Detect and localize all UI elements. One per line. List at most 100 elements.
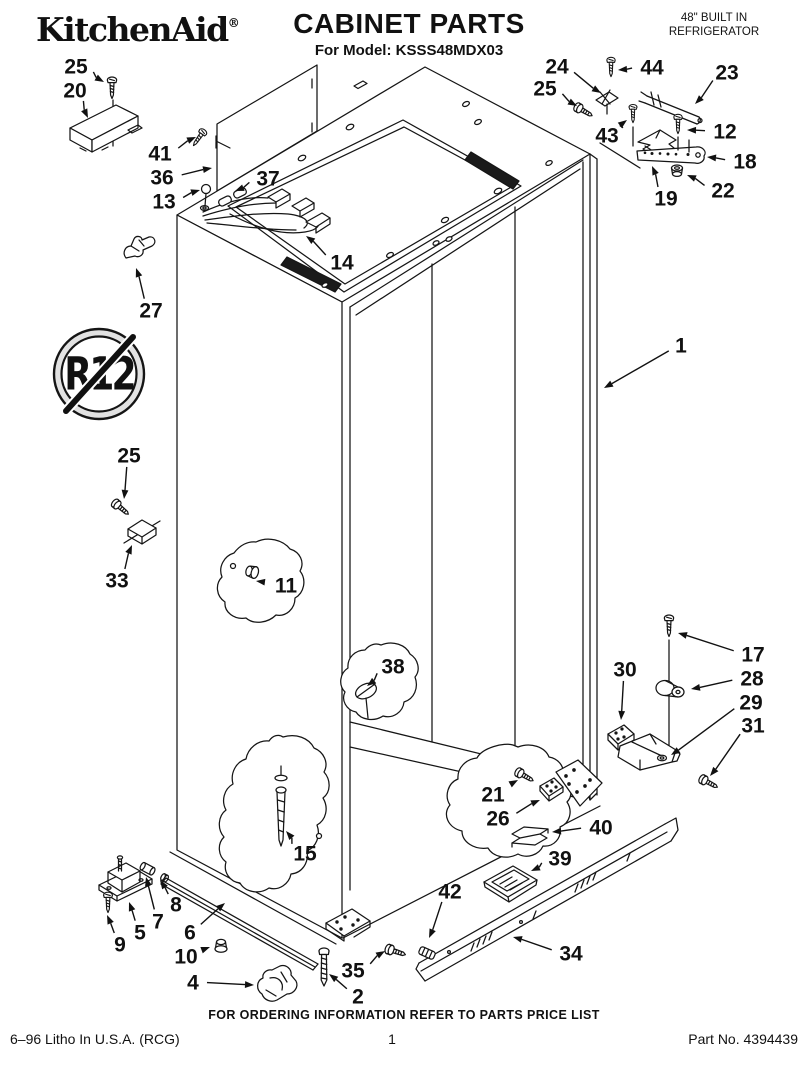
callout-leader xyxy=(654,174,659,188)
callout-leader xyxy=(124,553,130,570)
part-30-bracket xyxy=(607,724,635,751)
cabinet-bottom-right-bracket xyxy=(555,759,603,807)
callout-number: 7 xyxy=(152,911,164,934)
callout-27: 27 xyxy=(135,268,163,323)
callout-number: 5 xyxy=(134,922,146,945)
callout-number: 31 xyxy=(741,715,765,738)
callout-number: 33 xyxy=(105,570,128,593)
callout-number: 23 xyxy=(715,62,738,85)
callout-arrowhead xyxy=(678,632,688,639)
refrigerant-badge: R12 xyxy=(52,327,146,421)
part-10-plug xyxy=(214,938,228,953)
callout-arrowhead xyxy=(329,974,339,983)
page-number: 1 xyxy=(388,1031,396,1047)
callout-number: 29 xyxy=(739,692,762,715)
callout-number: 41 xyxy=(148,143,172,166)
callout-arrowhead xyxy=(160,880,168,890)
callout-number: 24 xyxy=(545,56,569,79)
callout-8: 8 xyxy=(160,880,182,917)
product-line2: REFRIGERATOR xyxy=(668,25,760,38)
document-part-number: Part No. 4394439 xyxy=(688,1031,798,1047)
title-block: CABINET PARTS For Model: KSSS48MDX03 xyxy=(244,8,574,59)
part-40-clip xyxy=(511,826,549,848)
callout-30: 30 xyxy=(613,659,637,720)
callout-number: 34 xyxy=(559,943,583,966)
callout-leader xyxy=(200,908,219,925)
callout-leader xyxy=(621,680,625,712)
callout-number: 30 xyxy=(613,659,636,682)
callout-number: 42 xyxy=(438,881,461,904)
callout-arrowhead xyxy=(235,184,245,191)
callout-39: 39 xyxy=(531,848,572,871)
callout-arrowhead xyxy=(125,545,132,555)
callout-arrowhead xyxy=(286,831,295,841)
page-title: CABINET PARTS xyxy=(293,8,525,39)
callout-number: 14 xyxy=(330,252,354,275)
callout-leader xyxy=(177,140,189,149)
brand-logo: KitchenAid® xyxy=(36,10,240,49)
callout-arrowhead xyxy=(552,827,562,835)
part-23-handle xyxy=(638,91,703,125)
callout-6: 6 xyxy=(184,903,225,945)
callout-19: 19 xyxy=(652,166,678,211)
callout-number: 8 xyxy=(170,894,182,917)
callout-leader xyxy=(164,887,169,895)
callout-arrowhead xyxy=(687,175,697,182)
callout-7: 7 xyxy=(145,877,164,934)
callout-number: 20 xyxy=(63,80,86,103)
callout-number: 39 xyxy=(548,848,571,871)
callout-leader xyxy=(516,802,533,814)
callout-20: 20 xyxy=(63,80,88,118)
callout-arrowhead xyxy=(256,578,266,586)
detail-blob-21-26 xyxy=(445,743,572,858)
part-25-screw-topleft xyxy=(106,76,118,100)
opening-ceiling-edge xyxy=(355,168,581,316)
part-39-vent xyxy=(483,865,538,903)
callout-leader xyxy=(700,80,714,99)
callout-leader xyxy=(312,240,327,256)
callout-leader xyxy=(715,157,726,161)
callout-number: 13 xyxy=(152,191,175,214)
part-44-screw xyxy=(606,56,616,78)
part-18-bracket xyxy=(636,139,706,164)
callout-leader xyxy=(699,679,733,689)
part-27-clip xyxy=(123,235,156,259)
callout-leader xyxy=(131,910,136,921)
callout-arrowhead xyxy=(215,903,225,912)
callout-leader xyxy=(82,100,85,110)
callout-leader xyxy=(335,978,348,990)
part-12-screw xyxy=(673,113,683,151)
callout-31: 31 xyxy=(710,715,765,776)
callout-number: 27 xyxy=(139,300,162,323)
callout-leader xyxy=(573,71,594,89)
callout-arrowhead xyxy=(375,951,385,959)
callout-25: 25 xyxy=(533,78,577,106)
callout-number: 21 xyxy=(481,784,505,807)
callout-35: 35 xyxy=(341,951,385,983)
callout-number: 26 xyxy=(486,808,509,831)
opening-top-edge xyxy=(349,159,584,308)
callout-number: 17 xyxy=(741,644,764,667)
callout-28: 28 xyxy=(691,668,764,691)
callout-leader xyxy=(538,862,543,868)
callout-5: 5 xyxy=(128,902,146,945)
callout-arrowhead xyxy=(618,710,626,720)
callout-number: 19 xyxy=(654,188,677,211)
callout-number: 1 xyxy=(675,335,687,358)
callout-leader xyxy=(694,177,705,186)
callout-arrowhead xyxy=(695,95,704,104)
part-35-screw xyxy=(383,942,408,960)
callout-leader xyxy=(626,67,633,70)
part-9-screw xyxy=(103,891,113,914)
callout-arrowhead xyxy=(513,936,523,943)
callout-arrowhead xyxy=(531,864,541,871)
part-28-cam xyxy=(655,679,685,698)
callout-arrowhead xyxy=(107,915,114,925)
right-edge-cap xyxy=(589,153,598,160)
callout-number: 28 xyxy=(740,668,764,691)
callout-26: 26 xyxy=(486,800,540,831)
part-29-hinge-bracket xyxy=(617,733,681,771)
